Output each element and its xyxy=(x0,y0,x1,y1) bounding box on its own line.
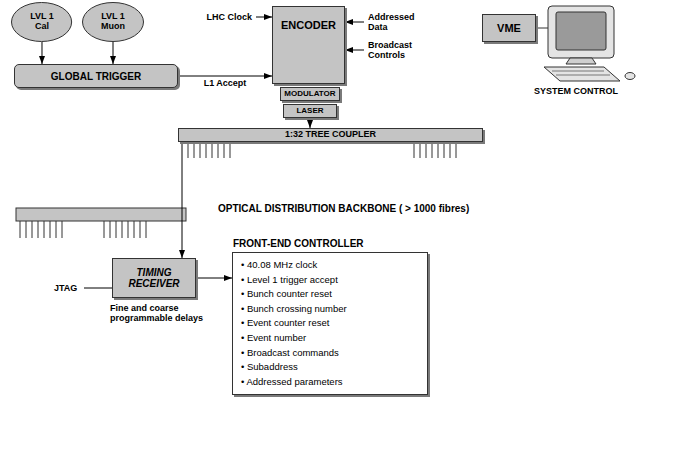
monitor-stand xyxy=(566,58,596,64)
fibre-tick xyxy=(62,221,63,238)
list-item: • Broadcast commands xyxy=(241,346,419,361)
fibre-tick xyxy=(20,221,21,238)
signal-connector xyxy=(113,42,114,64)
signal-connector xyxy=(41,42,42,64)
fibre-ticks xyxy=(188,141,456,158)
signal-connector xyxy=(310,118,311,128)
cable xyxy=(536,28,548,29)
list-item: • Event counter reset xyxy=(241,316,419,331)
fibre-tick xyxy=(206,141,207,158)
list-item: • Level 1 trigger accept xyxy=(241,273,419,288)
crate-box: VME xyxy=(482,14,536,42)
signal-name: Addressed Data xyxy=(368,12,424,33)
fibre-tick xyxy=(444,141,445,158)
list-item: • Event number xyxy=(241,331,419,346)
input-arrow xyxy=(345,22,364,23)
node-label: LVL 1 Muon xyxy=(93,12,133,32)
list-item: • 40.08 MHz clock xyxy=(241,258,419,273)
fibre-tick xyxy=(450,141,451,158)
fibre-tick xyxy=(456,141,457,158)
distribution-bar xyxy=(16,208,186,221)
caption-label: SYSTEM CONTROL xyxy=(534,86,618,96)
signal-connector xyxy=(182,142,183,258)
encoder-box: ENCODER xyxy=(272,6,345,84)
fibre-tick xyxy=(104,221,105,238)
keyboard-keys xyxy=(552,71,610,75)
fibre-tick xyxy=(110,221,111,238)
fibre-tick xyxy=(194,141,195,158)
fibre-tick xyxy=(26,221,27,238)
monitor xyxy=(548,6,614,58)
fibre-tick xyxy=(230,141,231,158)
fibre-tick xyxy=(56,221,57,238)
receiver-box: TIMING RECEIVER xyxy=(112,258,196,298)
fibre-tick xyxy=(134,221,135,238)
fibre-tick xyxy=(128,221,129,238)
fibre-tick xyxy=(122,221,123,238)
list-item: • Subaddress xyxy=(241,360,419,375)
fibre-tick xyxy=(438,141,439,158)
fibre-tick xyxy=(116,221,117,238)
signal-connector xyxy=(196,278,232,279)
fibre-tick xyxy=(200,141,201,158)
ellipse-shape xyxy=(83,3,144,42)
controller-list: FRONT-END CONTROLLER• 40.08 MHz clock• L… xyxy=(232,252,428,395)
note-label: Fine and coarse programmable delays xyxy=(110,303,222,324)
fibre-tick xyxy=(426,141,427,158)
trigger-ellipse: LVL 1 Muon xyxy=(82,2,144,42)
fibre-tick xyxy=(32,221,33,238)
list-item: • Addressed parameters xyxy=(241,375,419,390)
list-heading: FRONT-END CONTROLLER xyxy=(233,237,364,252)
trigger-box: GLOBAL TRIGGER xyxy=(14,64,178,88)
trigger-ellipse: LVL 1 Cal xyxy=(11,2,72,42)
fibre-tick xyxy=(432,141,433,158)
mouse xyxy=(625,73,635,80)
node-label: TIMING RECEIVER xyxy=(121,267,187,289)
signal-name: Broadcast Controls xyxy=(368,40,424,61)
coupler-bar: 1:32 TREE COUPLER xyxy=(178,128,483,142)
list-item: • Bunch counter reset xyxy=(241,287,419,302)
fibre-tick xyxy=(50,221,51,238)
fibre-tick xyxy=(218,141,219,158)
keyboard xyxy=(544,67,620,81)
laser-box: LASER xyxy=(283,104,337,118)
node-label: LVL 1 Cal xyxy=(22,12,62,32)
signal-connector xyxy=(178,76,272,77)
fibre-tick xyxy=(146,221,147,238)
edge-label: L1 Accept xyxy=(203,78,248,88)
jtag-line xyxy=(84,288,112,289)
computer-icon xyxy=(536,6,635,81)
node-label: 1:32 TREE COUPLER xyxy=(285,130,376,140)
signal-name: LHC Clock xyxy=(204,12,252,22)
node-label: ENCODER xyxy=(281,19,336,31)
input-arrow xyxy=(345,50,364,51)
node-label: GLOBAL TRIGGER xyxy=(51,71,141,82)
fibre-tick xyxy=(212,141,213,158)
signal-name: JTAG xyxy=(54,283,77,293)
list-item: • Bunch crossing number xyxy=(241,302,419,317)
node-label: LASER xyxy=(296,107,323,116)
fibre-tick xyxy=(44,221,45,238)
ellipse-shape xyxy=(12,3,72,42)
fibre-tick xyxy=(140,221,141,238)
fibre-tick xyxy=(420,141,421,158)
node-label: VME xyxy=(497,22,521,34)
node-label: MODULATOR xyxy=(284,90,335,99)
backbone-label: OPTICAL DISTRIBUTION BACKBONE ( > 1000 f… xyxy=(218,203,469,215)
fibre-tick xyxy=(414,141,415,158)
input-arrow xyxy=(256,17,272,18)
modulator-box: MODULATOR xyxy=(280,87,340,101)
fibre-tick xyxy=(38,221,39,238)
fibre-tick xyxy=(188,141,189,158)
fibre-tick xyxy=(224,141,225,158)
screen xyxy=(556,12,606,50)
fibre-ticks xyxy=(20,221,146,238)
